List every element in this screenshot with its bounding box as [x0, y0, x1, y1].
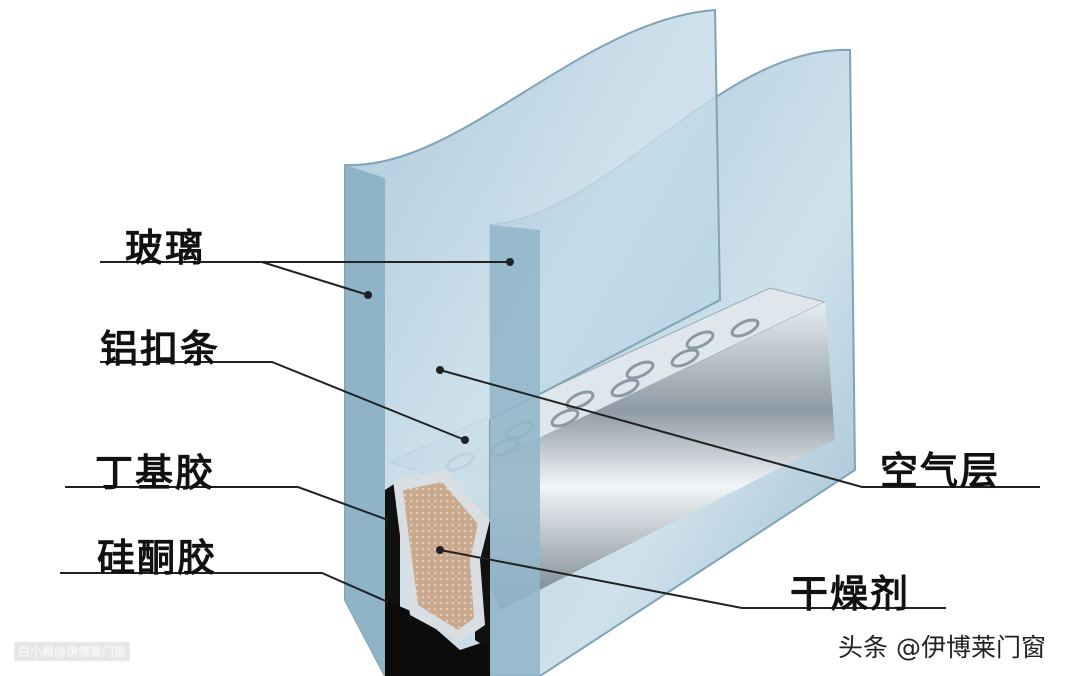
- silicone-sealant: [385, 600, 490, 676]
- label-silicone: 硅酮胶: [97, 536, 218, 580]
- front-glass-edge: [345, 165, 385, 676]
- label-glass: 玻璃: [125, 226, 206, 270]
- leader-lines: [60, 261, 1040, 609]
- spacer-side-face: [448, 302, 835, 610]
- label-aluminum-spacer: 铝扣条: [100, 327, 221, 371]
- back-glass-edge: [490, 225, 540, 676]
- leader-dots: [364, 258, 514, 554]
- watermark-left: 白小帮@伊博莱门窗: [14, 642, 131, 661]
- watermark-right: 头条 @伊博莱门窗: [838, 633, 1046, 662]
- label-air-layer: 空气层: [880, 449, 1001, 493]
- label-desiccant: 干燥剂: [790, 572, 911, 616]
- desiccant: [403, 482, 478, 630]
- label-butyl: 丁基胶: [95, 451, 216, 495]
